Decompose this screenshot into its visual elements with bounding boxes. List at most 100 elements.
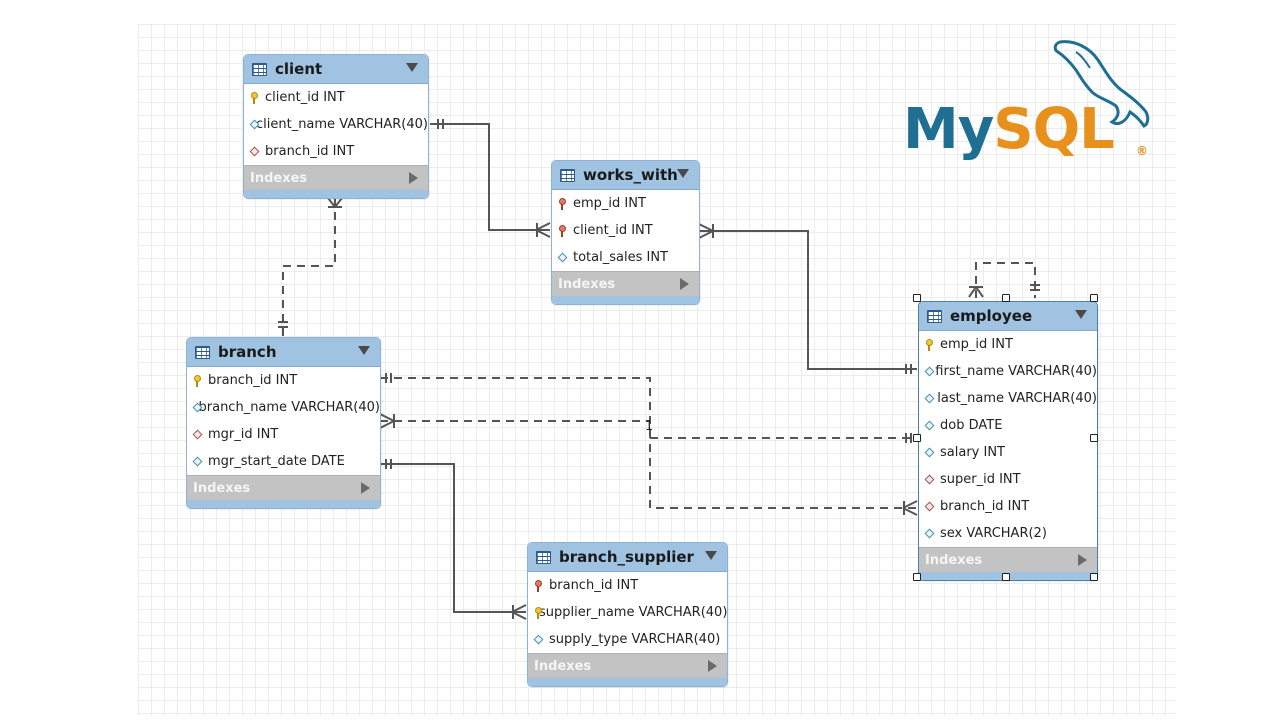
indexes-section[interactable]: Indexes	[244, 165, 428, 190]
column-label: supply_type VARCHAR(40)	[549, 632, 721, 647]
column-label: branch_id INT	[265, 144, 355, 159]
mysql-dolphin-logo	[1053, 40, 1150, 128]
column-row[interactable]: super_id INT	[919, 466, 1097, 493]
column-row[interactable]: client_id INT	[552, 217, 699, 244]
chevron-down-icon[interactable]	[1075, 310, 1087, 319]
indexes-section[interactable]: Indexes	[919, 547, 1097, 572]
resize-handle[interactable]	[1090, 573, 1098, 581]
chevron-down-icon[interactable]	[705, 551, 717, 560]
column-label: client_id INT	[573, 223, 653, 238]
table-header[interactable]: employee	[919, 302, 1097, 331]
column-label: mgr_start_date DATE	[208, 454, 345, 469]
column-row[interactable]: supply_type VARCHAR(40)	[528, 626, 727, 653]
column-row[interactable]: client_name VARCHAR(40)	[244, 111, 428, 138]
key-icon	[925, 338, 935, 351]
indexes-section[interactable]: Indexes	[187, 475, 380, 500]
resize-handle[interactable]	[1090, 434, 1098, 442]
column-row[interactable]: first_name VARCHAR(40)	[919, 358, 1097, 385]
diamond-icon	[250, 119, 251, 131]
column-label: emp_id INT	[573, 196, 646, 211]
indexes-label: Indexes	[250, 170, 308, 186]
column-label: salary INT	[940, 445, 1005, 460]
column-row[interactable]: branch_id INT	[187, 367, 380, 394]
diamond-icon	[925, 393, 932, 405]
column-label: branch_id INT	[549, 578, 639, 593]
resize-handle[interactable]	[1002, 294, 1010, 302]
column-label: client_name VARCHAR(40)	[255, 117, 428, 132]
foreign-key-icon	[558, 224, 568, 237]
column-row[interactable]: emp_id INT	[552, 190, 699, 217]
triangle-right-icon[interactable]	[1078, 554, 1087, 566]
resize-handle[interactable]	[913, 573, 921, 581]
table-icon	[927, 309, 942, 323]
column-row[interactable]: dob DATE	[919, 412, 1097, 439]
triangle-right-icon[interactable]	[409, 172, 418, 184]
chevron-down-icon[interactable]	[358, 346, 370, 355]
table-icon	[536, 550, 551, 564]
triangle-right-icon[interactable]	[361, 482, 370, 494]
resize-handle[interactable]	[1090, 294, 1098, 302]
column-row[interactable]: last_name VARCHAR(40)	[919, 385, 1097, 412]
indexes-label: Indexes	[558, 276, 616, 292]
table-works_with[interactable]: works_with emp_id INT client_id INT tota…	[551, 160, 700, 305]
resize-handle[interactable]	[913, 434, 921, 442]
column-row[interactable]: branch_name VARCHAR(40)	[187, 394, 381, 421]
table-client[interactable]: client client_id INT client_name VARCHAR…	[243, 54, 429, 199]
column-label: client_id INT	[265, 90, 345, 105]
resize-handle[interactable]	[1002, 573, 1010, 581]
column-row[interactable]: client_id INT	[244, 84, 428, 111]
mysql-wordmark: MySQL	[903, 102, 1115, 158]
column-label: super_id INT	[940, 472, 1021, 487]
table-footer	[187, 500, 380, 508]
table-employee[interactable]: employee emp_id INT first_name VARCHAR(4…	[918, 301, 1098, 581]
chevron-down-icon[interactable]	[677, 169, 689, 178]
table-header[interactable]: branch_supplier	[528, 543, 727, 572]
indexes-section[interactable]: Indexes	[552, 271, 699, 296]
diamond-icon	[193, 456, 203, 468]
column-label: emp_id INT	[940, 337, 1013, 352]
column-label: sex VARCHAR(2)	[940, 526, 1047, 541]
table-branch_supplier[interactable]: branch_supplier branch_id INT supplier_n…	[527, 542, 728, 687]
triangle-right-icon[interactable]	[708, 660, 717, 672]
indexes-section[interactable]: Indexes	[528, 653, 727, 678]
column-row[interactable]: total_sales INT	[552, 244, 699, 271]
triangle-right-icon[interactable]	[680, 278, 689, 290]
column-label: mgr_id INT	[208, 427, 279, 442]
foreign-key-icon	[925, 501, 935, 513]
table-name: client	[275, 60, 323, 78]
chevron-down-icon[interactable]	[406, 63, 418, 72]
column-row[interactable]: mgr_start_date DATE	[187, 448, 380, 475]
column-row[interactable]: sex VARCHAR(2)	[919, 520, 1097, 547]
diamond-icon	[534, 634, 544, 646]
table-header[interactable]: works_with	[552, 161, 699, 190]
foreign-key-icon	[534, 579, 544, 592]
foreign-key-icon	[193, 429, 203, 441]
table-name: employee	[950, 307, 1033, 325]
column-label: total_sales INT	[573, 250, 668, 265]
table-footer	[244, 190, 428, 198]
column-row[interactable]: branch_id INT	[528, 572, 727, 599]
table-header[interactable]: branch	[187, 338, 380, 367]
column-row[interactable]: branch_id INT	[244, 138, 428, 165]
column-row[interactable]: emp_id INT	[919, 331, 1097, 358]
table-name: branch_supplier	[559, 548, 694, 566]
table-header[interactable]: client	[244, 55, 428, 84]
indexes-label: Indexes	[925, 552, 983, 568]
foreign-key-icon	[250, 146, 260, 158]
table-icon	[252, 62, 267, 76]
indexes-label: Indexes	[193, 480, 251, 496]
column-label: supplier_name VARCHAR(40)	[539, 605, 728, 620]
column-row[interactable]: branch_id INT	[919, 493, 1097, 520]
column-row[interactable]: salary INT	[919, 439, 1097, 466]
table-name: branch	[218, 343, 277, 361]
column-row[interactable]: supplier_name VARCHAR(40)	[528, 599, 727, 626]
resize-handle[interactable]	[913, 294, 921, 302]
indexes-label: Indexes	[534, 658, 592, 674]
key-icon	[250, 91, 260, 104]
registered-mark: ®	[1136, 144, 1148, 158]
table-branch[interactable]: branch branch_id INT branch_name VARCHAR…	[186, 337, 381, 509]
column-label: first_name VARCHAR(40)	[935, 364, 1097, 379]
foreign-key-icon	[558, 197, 568, 210]
diamond-icon	[558, 252, 568, 264]
column-row[interactable]: mgr_id INT	[187, 421, 380, 448]
